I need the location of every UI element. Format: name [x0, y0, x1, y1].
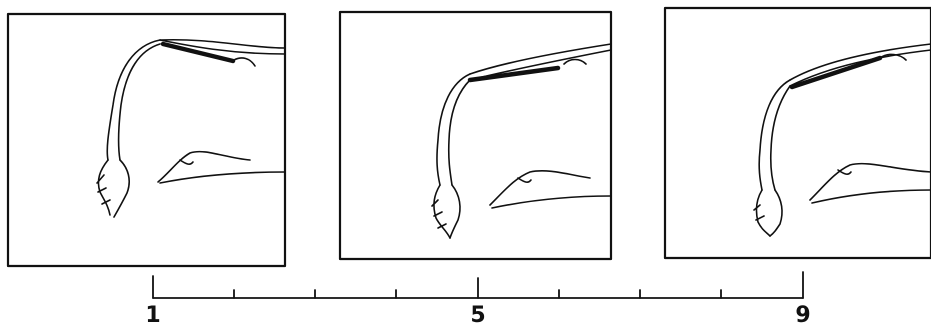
panel-2	[338, 10, 613, 261]
panel-1-frame	[6, 12, 287, 268]
panel-1	[6, 12, 287, 268]
score-scale	[152, 271, 804, 299]
panel-2-rump-line	[467, 65, 561, 83]
scale-label-1: 1	[145, 303, 160, 325]
panel-3-cow-rump	[753, 43, 931, 237]
panel-3	[663, 6, 931, 260]
panel-3-rump-line	[789, 55, 883, 90]
scale-label-9: 9	[795, 303, 810, 325]
scale-label-5: 5	[470, 303, 485, 325]
panel-1-rump-line	[160, 41, 236, 64]
panel-1-cow-rump	[96, 38, 286, 218]
panel-2-cow-rump	[431, 43, 612, 239]
panel-2-frame	[338, 10, 613, 261]
panel-3-frame	[663, 6, 931, 260]
